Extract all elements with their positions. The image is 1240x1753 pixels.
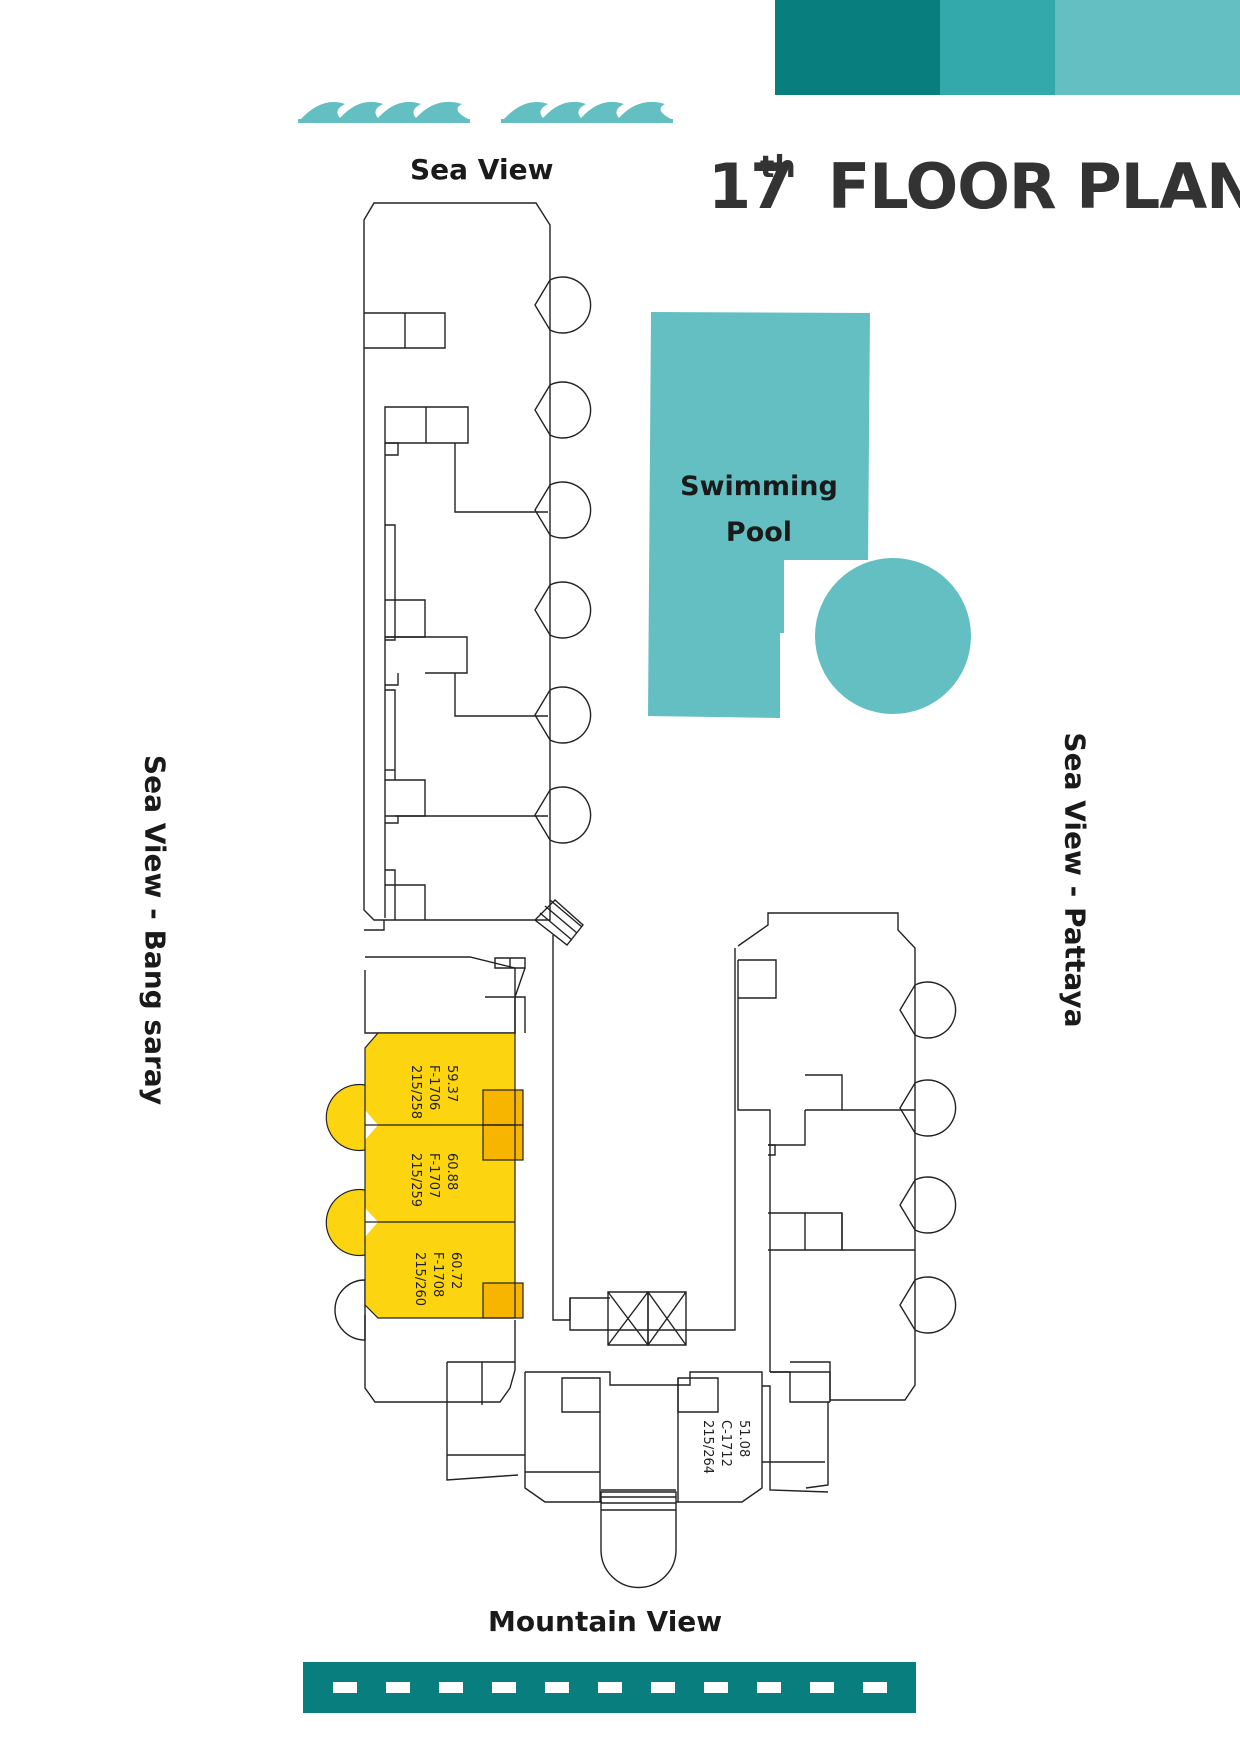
road-dash <box>598 1682 622 1693</box>
road-dash <box>704 1682 728 1693</box>
road-dash <box>333 1682 357 1693</box>
unit-f-1706[interactable] <box>365 1033 515 1125</box>
unit-label-f-1708: 60.72 F-1708 215/260 <box>412 1252 463 1306</box>
page-title: 17 th FLOOR PLAN <box>708 150 1240 223</box>
unit-area: 59.37 <box>444 1065 459 1102</box>
unit-label-c-1712: 51.08 C-1712 215/264 <box>700 1420 751 1474</box>
floor-number: 17 <box>708 150 793 223</box>
road-dash <box>757 1682 781 1693</box>
floor-suffix: th <box>760 150 796 185</box>
unit-f-1707-accent <box>483 1125 523 1160</box>
unit-address: 215/258 <box>408 1065 423 1119</box>
direction-bottom: Mountain View <box>488 1605 723 1638</box>
unit-f-1708-accent <box>483 1283 523 1318</box>
highlighted-units <box>325 1032 524 1319</box>
unit-code: F-1706 <box>426 1065 441 1110</box>
header-stripe-light <box>1055 0 1240 95</box>
road-dash <box>386 1682 410 1693</box>
unit-f-1708[interactable] <box>365 1222 515 1318</box>
title-text: FLOOR PLAN <box>827 150 1240 223</box>
unit-area: 51.08 <box>736 1420 751 1457</box>
swimming-pool: Swimming Pool <box>648 312 971 718</box>
unit-label-f-1706: 59.37 F-1706 215/258 <box>408 1065 459 1119</box>
unit-address: 215/260 <box>412 1252 427 1306</box>
unit-code: F-1707 <box>426 1153 441 1198</box>
unit-label-f-1707: 60.88 F-1707 215/259 <box>408 1153 459 1207</box>
unit-area: 60.88 <box>444 1153 459 1190</box>
building-outline <box>334 202 957 1589</box>
unit-code: F-1708 <box>430 1252 445 1297</box>
unit-f-1707[interactable] <box>365 1125 515 1222</box>
road-dash <box>492 1682 516 1693</box>
unit-area: 60.72 <box>448 1252 463 1289</box>
road-dash <box>651 1682 675 1693</box>
wave-icon <box>298 101 673 123</box>
road-dash <box>810 1682 834 1693</box>
header-stripe-dark <box>775 0 940 95</box>
road-dash <box>545 1682 569 1693</box>
pool-label-line1: Swimming <box>680 471 838 502</box>
header-stripe-mid <box>940 0 1055 95</box>
unit-address: 215/264 <box>700 1420 715 1474</box>
unit-f-1707-balcony <box>326 1189 365 1256</box>
road-dash <box>439 1682 463 1693</box>
road-dash <box>863 1682 887 1693</box>
unit-f-1706-balcony <box>326 1084 365 1151</box>
unit-code: C-1712 <box>718 1420 733 1467</box>
direction-top: Sea View <box>410 153 554 186</box>
pool-label-line2: Pool <box>726 517 792 548</box>
road-bar <box>303 1662 916 1713</box>
unit-address: 215/259 <box>408 1153 423 1207</box>
unit-f-1706-accent <box>483 1090 523 1125</box>
